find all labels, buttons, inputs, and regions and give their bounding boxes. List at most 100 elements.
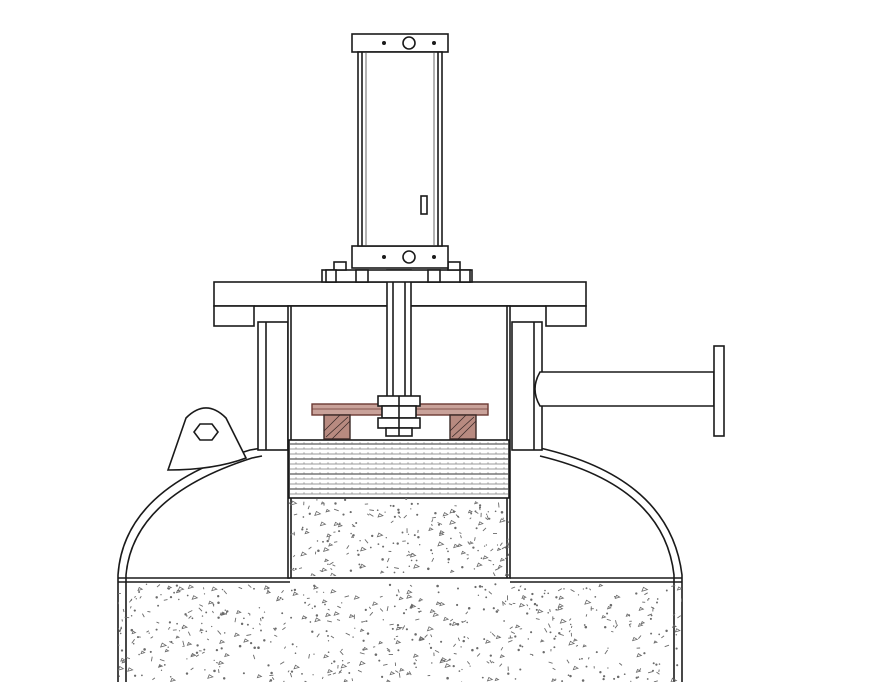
- media-grain: [283, 622, 286, 625]
- media-grain: [607, 647, 609, 649]
- media-grain: [407, 533, 410, 535]
- media-grain: [249, 641, 253, 645]
- media-grain: [619, 662, 623, 666]
- media-grain: [489, 659, 493, 664]
- media-grain: [351, 534, 354, 539]
- media-grain: [133, 609, 136, 612]
- media-grain: [437, 591, 440, 594]
- media-grain: [535, 618, 540, 620]
- media-grain: [381, 675, 384, 678]
- media-grain: [155, 628, 158, 631]
- media-grain: [398, 515, 401, 519]
- media-grain: [599, 671, 602, 674]
- media-grain: [416, 502, 419, 505]
- media-grain: [293, 588, 297, 592]
- media-grain: [200, 631, 203, 634]
- media-grain: [275, 597, 281, 602]
- media-grain: [190, 652, 197, 658]
- media-grain: [310, 573, 316, 576]
- media-grain: [384, 511, 386, 513]
- media-grain: [304, 601, 307, 604]
- media-grain: [397, 649, 400, 652]
- media-grain: [456, 603, 459, 607]
- media-grain: [330, 568, 333, 571]
- media-grain: [341, 602, 343, 604]
- media-grain: [359, 663, 362, 666]
- media-grain: [173, 591, 176, 594]
- media-grain: [359, 563, 367, 569]
- media-grain: [393, 605, 396, 608]
- media-grain: [407, 542, 409, 545]
- media-grain: [282, 627, 286, 631]
- media-grain: [294, 567, 297, 571]
- media-grain: [544, 627, 548, 633]
- media-grain: [398, 596, 404, 601]
- media-grain: [439, 658, 447, 664]
- media-grain: [347, 661, 350, 664]
- media-grain: [476, 647, 479, 650]
- media-grain: [449, 519, 457, 525]
- media-grain: [532, 654, 534, 656]
- media-grain: [379, 595, 383, 598]
- media-grain: [191, 617, 194, 620]
- media-grain: [495, 635, 502, 640]
- media-grain: [348, 614, 355, 619]
- media-grain: [652, 662, 655, 665]
- media-grain: [664, 644, 670, 648]
- media-grain: [221, 588, 224, 591]
- media-grain: [284, 646, 286, 649]
- media-grain: [234, 617, 237, 623]
- media-grain: [263, 611, 266, 613]
- media-grain: [296, 646, 298, 648]
- media-grain: [437, 541, 445, 547]
- media-grain: [319, 521, 327, 527]
- media-grain: [549, 631, 552, 634]
- media-grain: [439, 601, 446, 607]
- media-grain: [357, 669, 362, 673]
- media-grain: [125, 656, 131, 660]
- media-grain: [118, 665, 125, 671]
- media-grain: [224, 609, 227, 611]
- media-grain: [159, 658, 165, 662]
- media-grain: [542, 650, 545, 654]
- media-grain: [355, 522, 358, 524]
- media-grain: [410, 502, 413, 506]
- media-grain: [271, 677, 275, 680]
- media-grain: [212, 610, 214, 614]
- media-grain: [451, 621, 459, 627]
- media-grain: [409, 584, 413, 587]
- media-grain: [569, 674, 572, 678]
- media-grain: [466, 661, 471, 665]
- media-grain: [555, 596, 558, 599]
- media-grain: [307, 505, 310, 510]
- media-grain: [523, 598, 525, 600]
- media-grain: [575, 644, 579, 647]
- media-grain: [252, 654, 256, 660]
- media-grain: [444, 663, 452, 668]
- media-grain: [345, 632, 351, 636]
- media-grain: [492, 572, 496, 576]
- media-grain: [201, 622, 203, 625]
- media-grain: [577, 594, 580, 596]
- media-grain: [336, 619, 341, 621]
- media-grain: [327, 634, 329, 637]
- media-grain: [636, 653, 643, 658]
- media-grain: [414, 633, 417, 636]
- media-grain: [157, 604, 160, 607]
- media-grain: [362, 639, 365, 642]
- media-grain: [352, 636, 354, 638]
- media-grain: [485, 596, 488, 599]
- media-grain: [168, 627, 171, 629]
- media-grain: [368, 606, 371, 610]
- media-grain: [399, 667, 405, 672]
- media-grain: [195, 651, 199, 655]
- media-grain: [406, 672, 411, 676]
- media-grain: [398, 672, 401, 678]
- media-grain: [279, 661, 285, 665]
- media-grain: [201, 615, 204, 617]
- media-grain: [497, 608, 500, 611]
- media-grain: [509, 626, 513, 630]
- media-grain: [424, 634, 428, 638]
- media-grain: [635, 668, 642, 673]
